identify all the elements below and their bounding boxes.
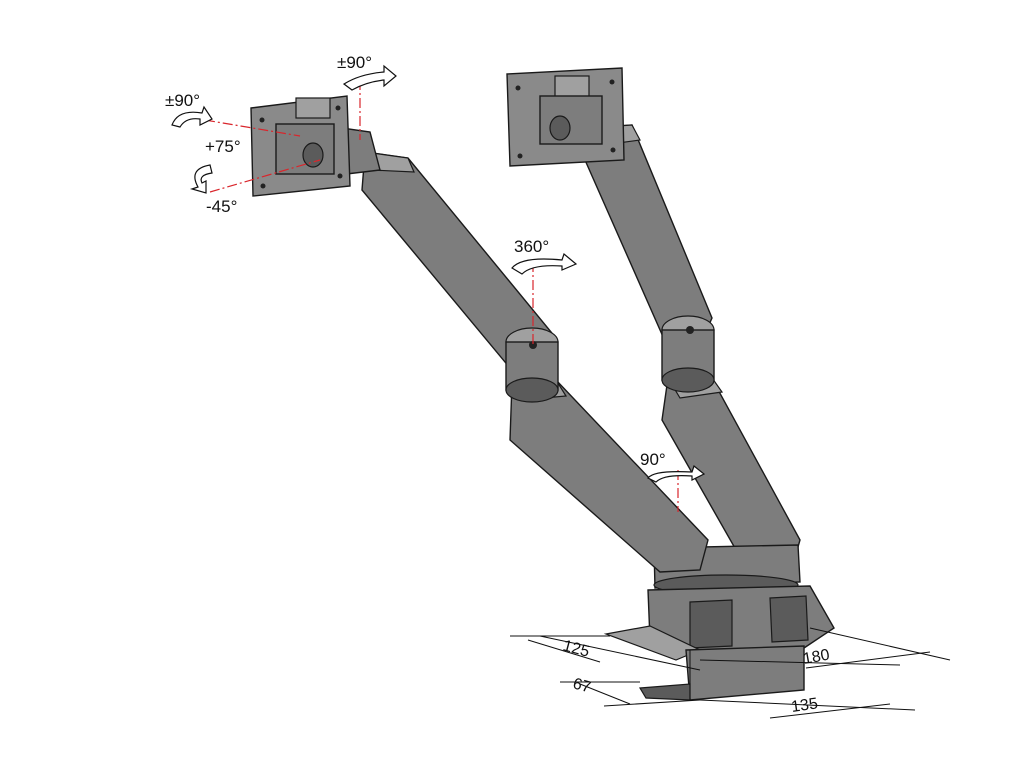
tilt-down-label: -45° (206, 197, 237, 216)
base-rotation-label: 90° (640, 450, 666, 469)
curved-arrow-icon (189, 164, 213, 194)
curved-arrow-icon (647, 464, 706, 483)
clamp-opening-dimension: 67 (571, 675, 593, 696)
curved-arrow-icon (511, 252, 578, 275)
clamp-depth-dimension: 125 (561, 637, 591, 660)
rotation-axes (204, 80, 679, 512)
head-swivel-label: ±90° (165, 91, 200, 110)
left-monitor-arm (250, 95, 709, 573)
dimension-labels: 125 67 180 135 (561, 637, 831, 716)
tilt-up-label: +75° (205, 137, 241, 156)
head-pan-label: ±90° (337, 53, 372, 72)
rotation-labels: ±90° ±90° +75° -45° 360° 90° (165, 53, 666, 469)
desk-clamp-base (603, 544, 835, 701)
right-monitor-arm (506, 67, 801, 579)
base-width-dimension: 180 (802, 647, 831, 668)
curved-arrow-icon (171, 105, 213, 128)
curved-arrow-icon (342, 64, 397, 91)
rotation-arrows (171, 64, 706, 483)
base-depth-dimension: 135 (790, 695, 819, 716)
elbow-rotation-label: 360° (514, 237, 549, 256)
dimension-lines (510, 627, 951, 719)
